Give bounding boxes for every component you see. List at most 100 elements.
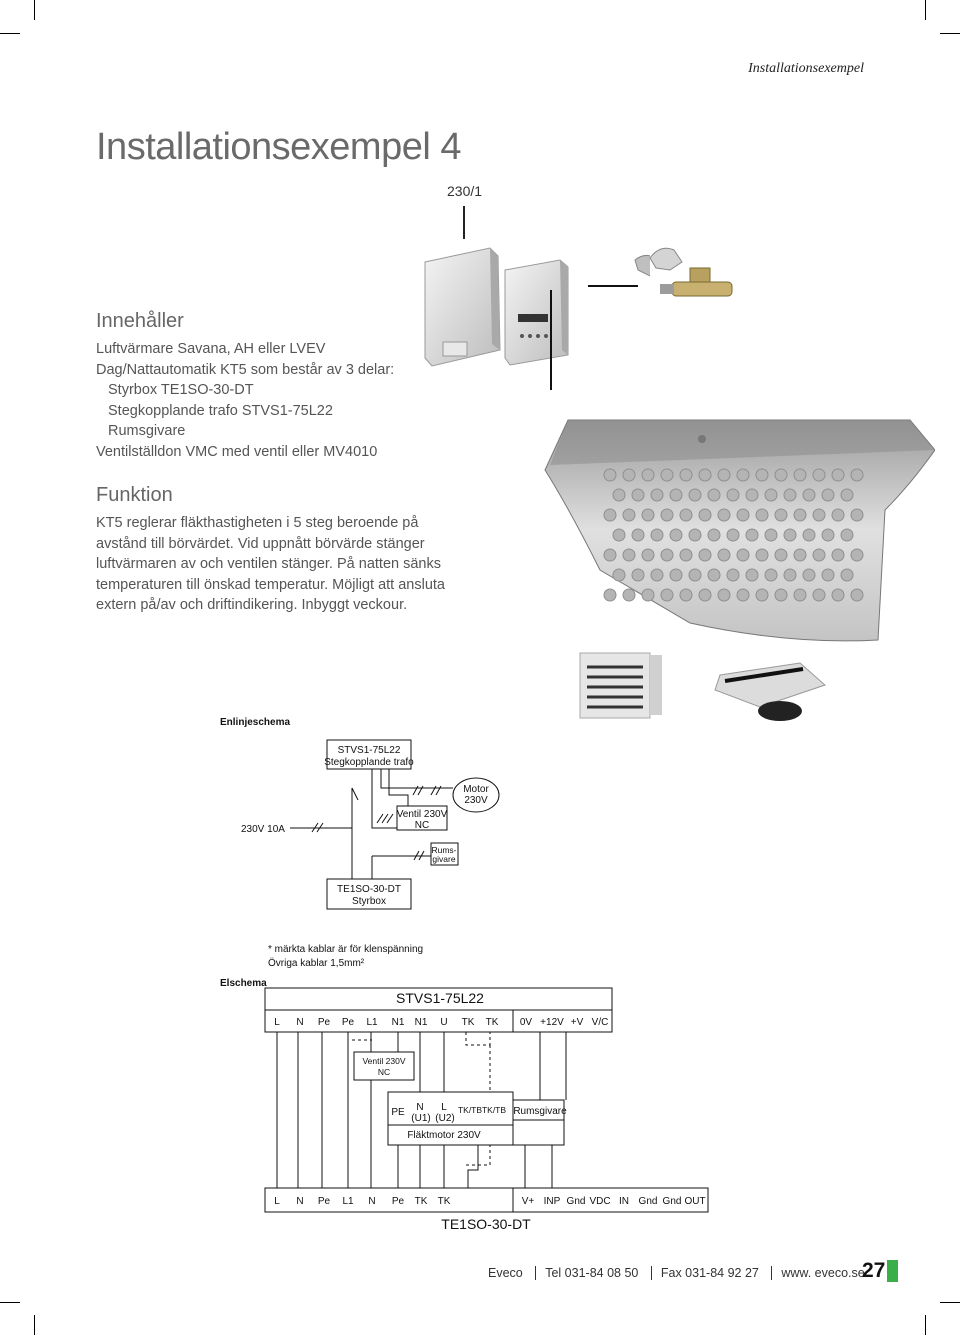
feed-line: [463, 206, 465, 239]
grille-hole: [717, 468, 731, 482]
grille-hole: [802, 528, 816, 542]
grille-hole: [831, 548, 845, 562]
footer-tel: Tel 031-84 08 50: [535, 1266, 647, 1280]
motor-terminal-pe: PE: [391, 1107, 405, 1118]
valve-nc: NC: [415, 820, 429, 831]
grille-hole: [622, 588, 636, 602]
grille-hole: [669, 568, 683, 582]
grille-hole: [793, 588, 807, 602]
terminal: Pe: [318, 1196, 331, 1207]
grille-hole: [745, 568, 759, 582]
grille-hole: [850, 548, 864, 562]
grille-hole: [783, 488, 797, 502]
grille-hole: [840, 568, 854, 582]
motor-terminal-l: L: [441, 1102, 447, 1113]
grille-hole: [840, 488, 854, 502]
terminal: Gnd: [663, 1196, 682, 1207]
grille-hole: [726, 528, 740, 542]
grille-hole: [774, 548, 788, 562]
supply-label: 230V 10A: [241, 824, 285, 835]
crop-mark: [0, 33, 20, 34]
grille-hole: [660, 548, 674, 562]
grille-hole: [641, 468, 655, 482]
grille-hole: [850, 588, 864, 602]
grille-hole: [745, 488, 759, 502]
crop-mark: [34, 0, 35, 20]
el-top-terminals: L N Pe Pe L1 N1 N1 U TK TK 0V +12V +V V/…: [274, 1017, 608, 1028]
crop-mark: [925, 1315, 926, 1335]
grille-hole: [774, 588, 788, 602]
terminal: INP: [544, 1196, 561, 1207]
crop-mark: [925, 0, 926, 20]
grille-hole: [764, 528, 778, 542]
footer-company: Eveco: [488, 1266, 523, 1280]
grille-hole: [641, 588, 655, 602]
grille-hole: [755, 468, 769, 482]
contents-item: Rumsgivare: [108, 423, 186, 439]
grille-hole: [622, 548, 636, 562]
grille-hole: [631, 488, 645, 502]
grille-hole: [726, 568, 740, 582]
grille-hole: [793, 508, 807, 522]
motor-terminal-tk2: TK/TB: [482, 1105, 506, 1115]
feed-label: 230/1: [447, 183, 483, 199]
contents-item: Luftvärmare Savana, AH eller LVEV: [96, 341, 326, 357]
valve-photo: [649, 247, 733, 297]
grille-hole: [736, 508, 750, 522]
grille-hole: [821, 488, 835, 502]
grille-hole: [783, 528, 797, 542]
grille-hole: [679, 468, 693, 482]
grille-hole: [688, 488, 702, 502]
grille-hole: [612, 488, 626, 502]
air-heater-grille-photo: [544, 419, 935, 642]
grille-hole: [736, 468, 750, 482]
controller-label: TE1SO-30-DT: [337, 884, 401, 895]
footer-fax: Fax 031-84 92 27: [650, 1266, 768, 1280]
motor-voltage: 230V: [464, 795, 488, 806]
single-line-label: Enlinjeschema: [220, 717, 290, 728]
controller-desc: Styrbox: [352, 896, 386, 907]
terminal: U: [440, 1017, 447, 1028]
terminal: Pe: [318, 1017, 331, 1028]
control-units-photo: [424, 247, 650, 367]
grille-hole: [650, 488, 664, 502]
grille-hole: [650, 568, 664, 582]
grille-hole: [679, 588, 693, 602]
accent-bar: [887, 1260, 898, 1282]
page-title: Installationsexempel 4: [96, 126, 462, 168]
grille-hole: [831, 468, 845, 482]
grille-hole: [774, 508, 788, 522]
notes-line-2: Övriga kablar 1,5mm²: [268, 957, 365, 969]
callout-line: [550, 290, 552, 390]
grille-hole: [688, 568, 702, 582]
footer-web[interactable]: www. eveco.se: [771, 1266, 873, 1280]
grille-hole: [717, 588, 731, 602]
terminal: TK: [438, 1196, 451, 1207]
grille-hole: [812, 548, 826, 562]
grille-hole: [717, 508, 731, 522]
sensor-label: Rums-: [431, 845, 456, 855]
grille-hole: [698, 548, 712, 562]
crop-mark: [940, 1302, 960, 1303]
terminal: N: [296, 1196, 303, 1207]
contents-item: Ventilställdon VMC med ventil eller MV40…: [96, 443, 378, 460]
terminal: 0V: [520, 1017, 533, 1028]
grille-hole: [679, 548, 693, 562]
grille-hole: [669, 488, 683, 502]
grille-hole: [612, 528, 626, 542]
grille-hole: [688, 528, 702, 542]
grille-hole: [660, 468, 674, 482]
sensor-label-2: givare: [432, 854, 455, 864]
el-label: Elschema: [220, 978, 267, 989]
grille-hole: [812, 508, 826, 522]
motor-terminal-u2: (U2): [435, 1113, 454, 1124]
valve-label: Ventil 230V: [397, 809, 448, 820]
grille-hole: [707, 568, 721, 582]
el-top-title: STVS1-75L22: [396, 990, 484, 1006]
contents-section: Innehåller Luftvärmare Savana, AH eller …: [96, 310, 394, 462]
terminal: Pe: [342, 1017, 355, 1028]
contents-item: Dag/Nattautomatik KT5 som består av 3 de…: [96, 361, 395, 378]
terminal: OUT: [684, 1196, 705, 1207]
grille-hole: [698, 508, 712, 522]
crop-mark: [0, 1302, 20, 1303]
